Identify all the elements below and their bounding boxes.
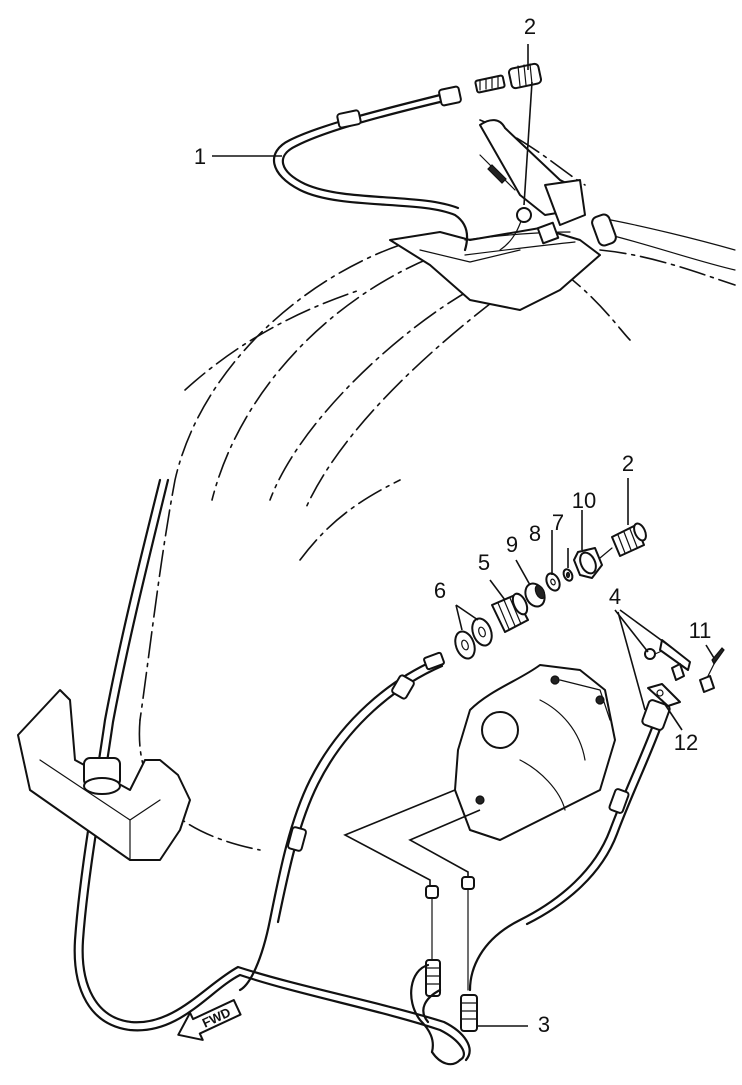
callout-leaders — [212, 44, 715, 1027]
forward-direction-badge: FWD — [177, 999, 242, 1041]
callout-1: 1 — [194, 144, 206, 169]
main-cable-routing — [73, 478, 471, 1066]
drive-gearbox-housing — [454, 664, 616, 841]
gearbox-connection-lines — [343, 789, 481, 895]
body-phantom-outline — [138, 119, 736, 851]
steering-head-assembly — [389, 119, 736, 311]
speedometer-switch-parts — [644, 639, 725, 707]
callout-7: 7 — [552, 510, 564, 535]
middle-cable — [238, 651, 445, 992]
right-cable — [468, 699, 671, 992]
callout-4: 4 — [609, 584, 621, 609]
callout-2-right: 2 — [622, 451, 634, 476]
left-bracket-box — [17, 689, 191, 861]
top-adjuster-nut — [507, 62, 543, 90]
callout-2-top: 2 — [524, 14, 536, 39]
callout-10: 10 — [572, 488, 596, 513]
callout-6: 6 — [434, 578, 446, 603]
callout-9: 9 — [506, 532, 518, 557]
callout-12: 12 — [674, 730, 698, 755]
upper-throttle-cable — [272, 74, 506, 252]
callout-8: 8 — [529, 521, 541, 546]
lower-cable-fittings — [410, 876, 478, 1054]
callout-5: 5 — [478, 550, 490, 575]
callout-3: 3 — [538, 1012, 550, 1037]
callout-labels: 1 2 2 10 9 8 7 5 6 4 11 12 3 — [194, 14, 712, 1037]
callout-11: 11 — [689, 618, 712, 643]
